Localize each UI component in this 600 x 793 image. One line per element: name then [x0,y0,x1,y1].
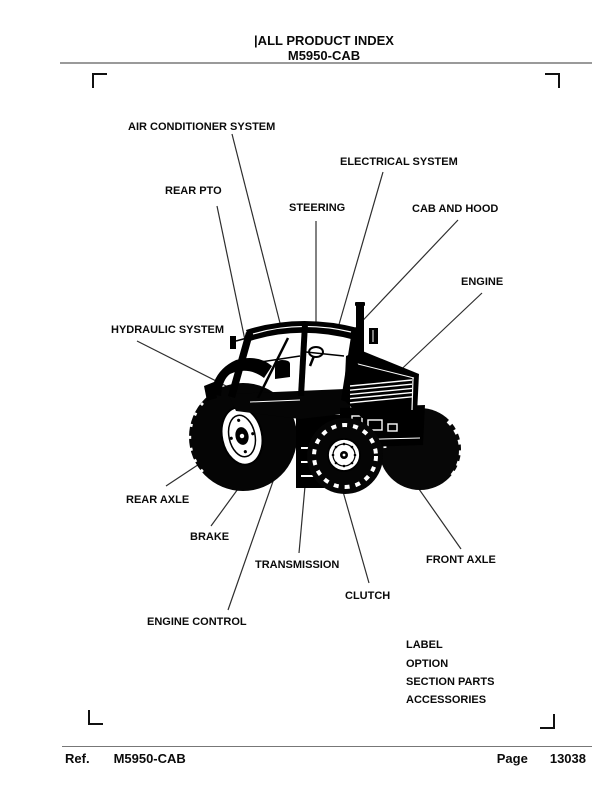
leader-electrical-system [337,171,384,329]
leader-cab-and-hood [349,219,459,335]
leader-air-conditioner-system [231,133,282,328]
footer-ref-label: Ref. [65,751,90,766]
diagram-label-air-conditioner-system[interactable]: AIR CONDITIONER SYSTEM [128,121,276,133]
crop-mark-bottom-left [88,710,103,725]
leader-hydraulic-system [136,340,231,389]
crop-mark-top-left [92,73,107,88]
footer-page-label: Page [496,751,528,766]
header-divider [60,62,592,64]
diagram-label-transmission[interactable]: TRANSMISSION [255,559,340,571]
diagram-label-rear-axle[interactable]: REAR AXLE [126,494,190,506]
diagram-label-hydraulic-system[interactable]: HYDRAULIC SYSTEM [111,324,225,336]
diagram-label-engine[interactable]: ENGINE [461,276,504,288]
diagram-label-electrical-system[interactable]: ELECTRICAL SYSTEM [340,156,458,168]
diagram-label-rear-pto[interactable]: REAR PTO [165,185,222,197]
footer-ref: Ref. M5950-CAB [65,751,186,766]
diagram-label-cab-and-hood[interactable]: CAB AND HOOD [412,203,499,215]
leader-engine-control [227,466,279,611]
crop-mark-top-right [545,73,560,88]
index-item-section-parts[interactable]: SECTION PARTS [406,676,495,688]
footer-page-number: 13038 [549,751,586,766]
header-model: M5950-CAB [287,48,361,63]
footer-ref-value: M5950-CAB [113,751,186,766]
leader-rear-pto [216,205,247,346]
diagram-label-engine-control[interactable]: ENGINE CONTROL [147,616,247,628]
index-item-accessories[interactable]: ACCESSORIES [406,694,487,706]
diagram-label-clutch[interactable]: CLUTCH [345,590,391,602]
diagram-label-brake[interactable]: BRAKE [190,531,230,543]
diagram-label-front-axle[interactable]: FRONT AXLE [426,554,496,566]
leader-clutch [341,487,370,584]
tractor-illustration-icon [188,302,463,494]
header-title: |ALL PRODUCT INDEX [254,33,394,48]
crop-mark-bottom-right [540,714,555,729]
diagram-label-steering[interactable]: STEERING [289,202,346,214]
footer-divider [62,746,592,747]
page-header: |ALL PRODUCT INDEX M5950-CAB [100,33,548,63]
leader-engine [388,292,483,382]
index-item-option[interactable]: OPTION [406,658,449,670]
index-item-label[interactable]: LABEL [406,639,443,651]
footer-page: Page 13038 [497,751,592,766]
